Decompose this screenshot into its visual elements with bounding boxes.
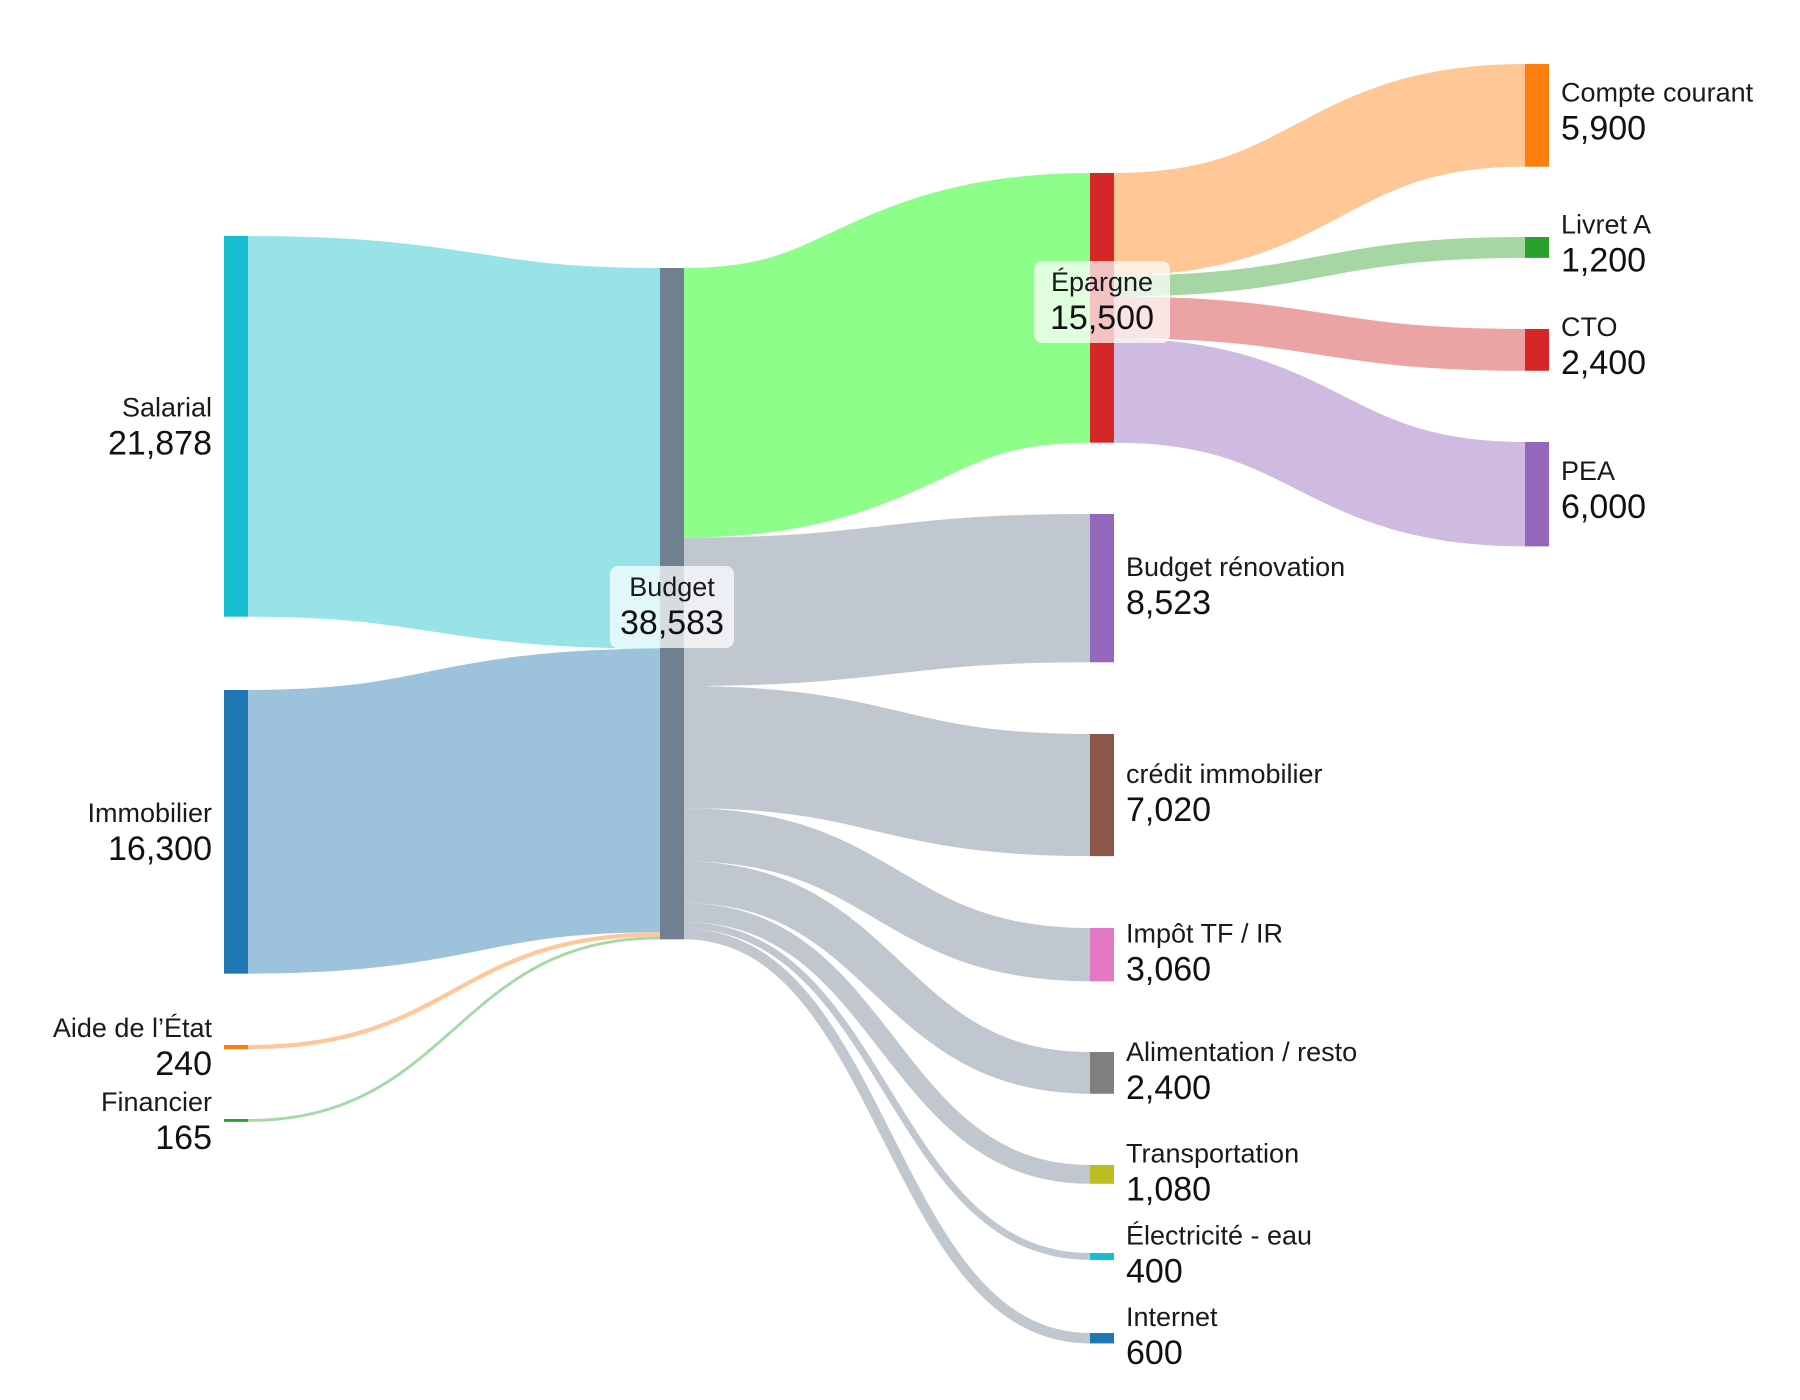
node-name-pea: PEA bbox=[1561, 456, 1615, 486]
link-budget-to-renovation[interactable] bbox=[683, 514, 1091, 686]
label-box-budget bbox=[610, 566, 734, 648]
node-immobilier[interactable] bbox=[224, 690, 248, 974]
link-epargne-to-pea[interactable] bbox=[1113, 338, 1526, 547]
node-transport[interactable] bbox=[1090, 1165, 1114, 1184]
node-name-impot: Impôt TF / IR bbox=[1126, 919, 1283, 949]
link-budget-to-credit[interactable] bbox=[683, 686, 1091, 857]
link-budget-to-epargne[interactable] bbox=[681, 173, 1093, 538]
node-internet[interactable] bbox=[1090, 1333, 1114, 1344]
node-label-livret: Livret A1,200 bbox=[1561, 209, 1651, 279]
node-name-credit: crédit immobilier bbox=[1126, 759, 1323, 789]
node-renovation[interactable] bbox=[1090, 514, 1114, 663]
node-name-internet: Internet bbox=[1126, 1302, 1218, 1332]
node-salarial[interactable] bbox=[224, 236, 248, 617]
node-name-epargne: Épargne bbox=[1051, 267, 1153, 297]
link-budget-to-internet[interactable] bbox=[683, 928, 1091, 1344]
node-aide[interactable] bbox=[224, 1045, 248, 1050]
node-compte[interactable] bbox=[1525, 64, 1549, 167]
link-budget-to-transport[interactable] bbox=[683, 903, 1091, 1184]
node-value-impot: 3,060 bbox=[1126, 951, 1211, 989]
node-value-internet: 600 bbox=[1126, 1334, 1183, 1372]
node-value-salarial: 21,878 bbox=[108, 424, 212, 462]
node-name-immobilier: Immobilier bbox=[87, 798, 212, 828]
node-name-transport: Transportation bbox=[1126, 1138, 1299, 1168]
link-salarial-to-budget[interactable] bbox=[247, 236, 661, 649]
node-name-aide: Aide de l’État bbox=[53, 1013, 213, 1043]
node-value-cto: 2,400 bbox=[1561, 344, 1646, 382]
node-name-renovation: Budget rénovation bbox=[1126, 552, 1345, 582]
node-name-electricite: Électricité - eau bbox=[1126, 1220, 1312, 1250]
link-budget-to-electricite[interactable] bbox=[683, 921, 1091, 1260]
nodes-layer bbox=[224, 64, 1549, 1344]
link-immobilier-to-budget[interactable] bbox=[247, 648, 661, 974]
link-aide-to-budget[interactable] bbox=[247, 932, 661, 1050]
node-name-alimentation: Alimentation / resto bbox=[1126, 1037, 1357, 1067]
node-value-pea: 6,000 bbox=[1561, 488, 1646, 526]
link-financier-to-budget[interactable] bbox=[247, 936, 661, 1122]
node-value-immobilier: 16,300 bbox=[108, 830, 212, 868]
node-impot[interactable] bbox=[1090, 928, 1114, 982]
node-value-compte: 5,900 bbox=[1561, 109, 1646, 147]
node-credit[interactable] bbox=[1090, 734, 1114, 857]
node-value-livret: 1,200 bbox=[1561, 241, 1646, 279]
link-budget-to-alimentation[interactable] bbox=[683, 861, 1091, 1094]
node-name-budget: Budget bbox=[629, 572, 715, 602]
node-electricite[interactable] bbox=[1090, 1253, 1114, 1260]
node-name-cto: CTO bbox=[1561, 312, 1618, 342]
link-epargne-to-livret[interactable] bbox=[1113, 237, 1526, 297]
node-value-transport: 1,080 bbox=[1126, 1170, 1211, 1208]
label-box-epargne bbox=[1034, 261, 1170, 343]
node-value-epargne: 15,500 bbox=[1050, 299, 1154, 337]
node-name-compte: Compte courant bbox=[1561, 77, 1754, 107]
link-budget-to-impot[interactable] bbox=[683, 808, 1091, 982]
node-pea[interactable] bbox=[1525, 442, 1549, 547]
node-alimentation[interactable] bbox=[1090, 1052, 1114, 1094]
node-value-budget: 38,583 bbox=[620, 604, 724, 642]
node-value-renovation: 8,523 bbox=[1126, 584, 1211, 622]
node-value-alimentation: 2,400 bbox=[1126, 1069, 1211, 1107]
node-label-impot: Impôt TF / IR3,060 bbox=[1126, 919, 1283, 989]
node-value-credit: 7,020 bbox=[1126, 791, 1211, 829]
node-financier[interactable] bbox=[224, 1119, 248, 1122]
node-name-financier: Financier bbox=[101, 1087, 212, 1117]
node-cto[interactable] bbox=[1525, 329, 1549, 371]
node-value-electricite: 400 bbox=[1126, 1252, 1183, 1290]
node-name-livret: Livret A bbox=[1561, 209, 1651, 239]
node-name-salarial: Salarial bbox=[122, 392, 212, 422]
node-value-aide: 240 bbox=[155, 1045, 212, 1083]
node-value-financier: 165 bbox=[155, 1119, 212, 1157]
link-epargne-to-cto[interactable] bbox=[1113, 296, 1526, 371]
node-livret[interactable] bbox=[1525, 237, 1549, 258]
links-layer bbox=[247, 64, 1526, 1344]
link-epargne-to-compte[interactable] bbox=[1113, 64, 1526, 276]
